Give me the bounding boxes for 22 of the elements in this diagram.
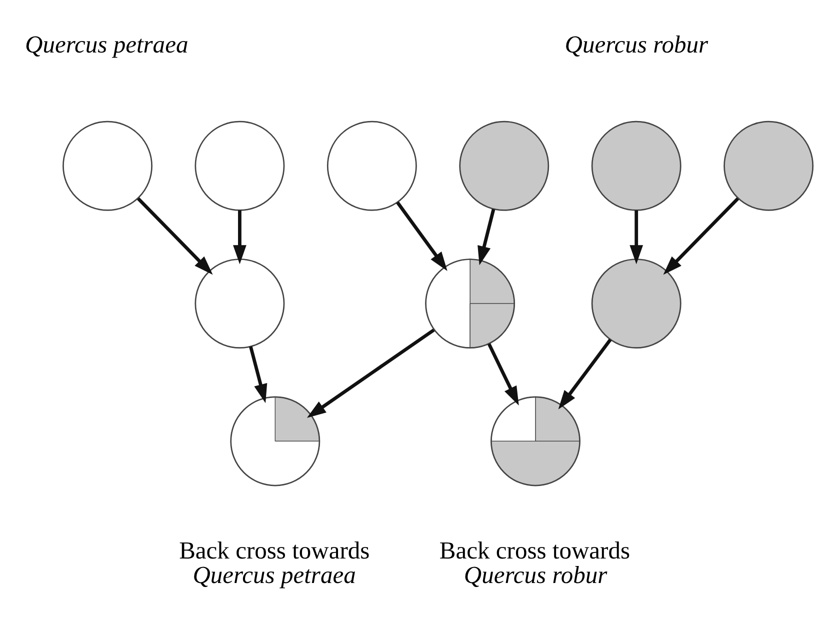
node-circle — [194, 258, 285, 348]
arrow — [306, 328, 435, 418]
node-circle — [591, 120, 682, 210]
arrow — [558, 338, 612, 409]
label: Quercus robur — [564, 31, 708, 58]
arrow — [487, 342, 519, 406]
arrow — [233, 210, 246, 264]
label: Quercus petraea — [25, 31, 188, 58]
node-circle — [326, 120, 417, 210]
node-circle — [591, 258, 682, 348]
node-circle — [459, 120, 550, 210]
arrow — [396, 200, 448, 270]
node-circle — [62, 120, 152, 210]
arrow — [478, 208, 496, 265]
node-circle — [724, 120, 814, 210]
arrow — [630, 210, 644, 264]
arrow — [136, 196, 213, 274]
node-label: Back cross towards Quercus petraea — [179, 536, 370, 588]
node-circle — [194, 120, 285, 210]
arrow — [663, 196, 740, 274]
arrow — [248, 346, 268, 403]
node-label: Back cross towards Quercus robur — [439, 536, 630, 588]
